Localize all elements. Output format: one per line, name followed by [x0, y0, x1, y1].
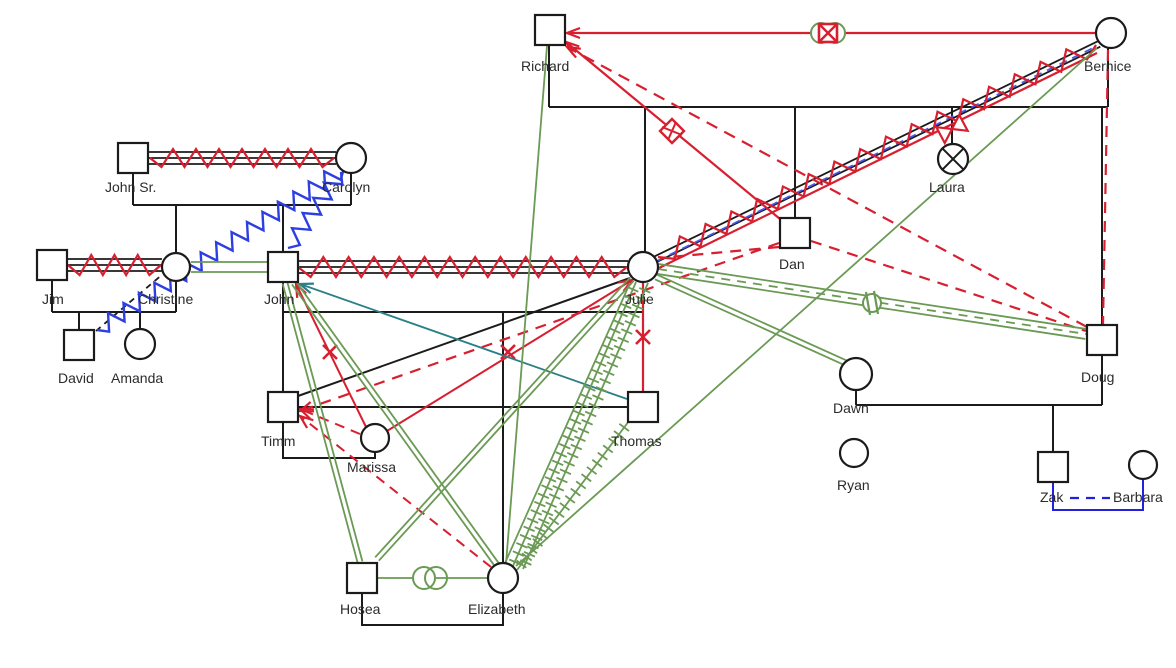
person-node-dan[interactable]: Dan	[778, 216, 812, 272]
person-node-ryan[interactable]: Ryan	[837, 437, 870, 493]
relationship-john-marissa-cutoff[interactable]	[294, 281, 367, 428]
person-node-thomas[interactable]: Thomas	[611, 390, 662, 449]
person-label-thomas: Thomas	[611, 433, 662, 449]
person-label-julie: Julie	[625, 291, 654, 307]
person-node-amanda[interactable]: Amanda	[111, 327, 163, 386]
relationship-julie-elizabeth-hatch2[interactable]	[519, 282, 651, 570]
relationship-thomas-john-teal[interactable]	[297, 282, 628, 400]
relationship-timm-elizabeth-reddash[interactable]	[297, 414, 492, 568]
relationship-dan-doug-reddash[interactable]	[810, 239, 1087, 333]
person-node-carolyn[interactable]: Carolyn	[322, 141, 370, 195]
person-node-christine[interactable]: Christine	[138, 251, 193, 307]
person-label-jim: Jim	[42, 291, 64, 307]
relationship-richard-doug-reddash[interactable]	[564, 45, 1088, 328]
separation-in-love-symbol	[810, 22, 846, 44]
person-label-laura: Laura	[929, 179, 965, 195]
relationship-john-carolyn-hostility[interactable]	[287, 171, 344, 250]
person-label-johnsr: John Sr.	[105, 179, 156, 195]
relationship-richard-elizabeth-friend[interactable]	[505, 45, 548, 565]
circle-bars-symbol	[862, 290, 882, 316]
structure-timm-julie-line[interactable]	[297, 277, 631, 397]
relationship-timm-marissa-reddash[interactable]	[297, 407, 361, 435]
relationship-jim-christine-marriage[interactable]	[67, 258, 162, 272]
person-node-laura[interactable]: Laura	[929, 142, 970, 195]
relationship-john-elizabeth-friend[interactable]	[291, 281, 500, 567]
relationship-julie-hosea-friend[interactable]	[374, 276, 635, 562]
person-node-zak[interactable]: Zak	[1036, 450, 1070, 505]
person-label-zak: Zak	[1040, 489, 1064, 505]
person-node-timm[interactable]: Timm	[261, 390, 300, 449]
relationship-julie-elizabeth-hatch1[interactable]	[508, 281, 639, 567]
person-label-hosea: Hosea	[340, 601, 381, 617]
person-node-elizabeth[interactable]: Elizabeth	[468, 561, 526, 617]
person-node-barbara[interactable]: Barbara	[1113, 449, 1163, 505]
person-label-ryan: Ryan	[837, 477, 870, 493]
person-label-doug: Doug	[1081, 369, 1114, 385]
relationship-john-julie-marriage[interactable]	[297, 260, 628, 274]
person-node-doug[interactable]: Doug	[1081, 323, 1119, 385]
relationship-johnsr-carolyn-conflict[interactable]	[149, 146, 335, 170]
bowtie-symbol	[934, 112, 970, 146]
person-node-john[interactable]: John	[264, 250, 300, 307]
person-node-hosea[interactable]: Hosea	[340, 561, 381, 617]
relationship-thomas-elizabeth-hatch[interactable]	[516, 420, 630, 571]
person-node-dawn[interactable]: Dawn	[833, 356, 874, 416]
person-node-julie[interactable]: Julie	[625, 250, 660, 307]
relationship-julie-marissa-cutoff[interactable]	[386, 278, 635, 432]
relationship-elizabeth-bernice-friend[interactable]	[515, 47, 1098, 567]
relationship-bernice-doug-reddash[interactable]	[1101, 49, 1110, 325]
person-node-bernice[interactable]: Bernice	[1084, 16, 1132, 74]
structure-hosea-elizabeth-bracket[interactable]	[361, 593, 504, 626]
relationship-john-hosea-friend[interactable]	[281, 282, 364, 563]
relationship-julie-dawn-friend[interactable]	[654, 273, 848, 367]
diamond-cross-symbol	[658, 117, 686, 145]
person-node-jim[interactable]: Jim	[35, 248, 69, 307]
person-label-richard: Richard	[521, 58, 569, 74]
person-label-barbara: Barbara	[1113, 489, 1163, 505]
person-node-richard[interactable]: Richard	[521, 13, 569, 74]
person-node-marissa[interactable]: Marissa	[347, 422, 396, 475]
person-node-david[interactable]: David	[58, 328, 96, 386]
person-node-johnsr[interactable]: John Sr.	[105, 141, 156, 195]
relationship-julie-bernice-bluedash[interactable]	[656, 45, 1098, 262]
person-label-john: John	[264, 291, 294, 307]
love-rings-symbol	[412, 566, 448, 590]
person-label-bernice: Bernice	[1084, 58, 1132, 74]
person-label-amanda: Amanda	[111, 370, 163, 386]
relationship-christine-john-friend[interactable]	[191, 261, 267, 273]
person-label-dan: Dan	[779, 256, 805, 272]
person-label-carolyn: Carolyn	[322, 179, 370, 195]
relationship-john-julie-conflict[interactable]	[297, 254, 628, 280]
relationship-julie-thomas-cutoff[interactable]	[635, 283, 651, 391]
person-label-marissa: Marissa	[347, 459, 396, 475]
relationship-julie-bernice-red[interactable]	[658, 52, 1098, 269]
person-label-david: David	[58, 370, 94, 386]
relationship-julie-elizabeth-friend[interactable]	[504, 282, 631, 564]
relationship-david-carolyn-hostility[interactable]	[96, 167, 346, 334]
relationship-julie-bernice-conflict[interactable]	[657, 44, 1097, 261]
person-label-elizabeth: Elizabeth	[468, 601, 526, 617]
person-label-christine: Christine	[138, 291, 193, 307]
person-label-dawn: Dawn	[833, 400, 869, 416]
relationship-jim-christine-conflict[interactable]	[67, 252, 162, 278]
relationship-zak-barbara-bracket[interactable]	[1052, 479, 1144, 511]
person-label-timm: Timm	[261, 433, 295, 449]
